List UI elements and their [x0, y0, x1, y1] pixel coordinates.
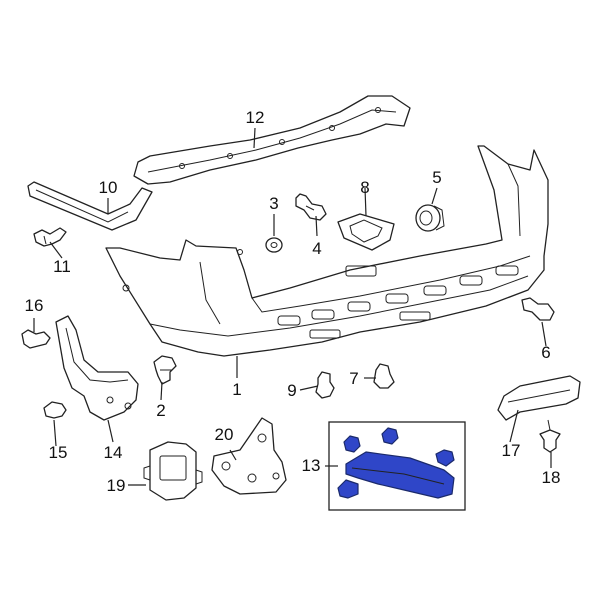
callout-6: 6: [541, 343, 550, 362]
callout-4: 4: [312, 239, 321, 258]
callout-15: 15: [49, 443, 68, 462]
part-13-assembly: [328, 421, 466, 511]
part-8-bracket-plate: [337, 213, 395, 251]
part-3-washer: [265, 237, 283, 253]
callout-8: 8: [360, 178, 369, 197]
callout-17: 17: [502, 441, 521, 460]
part-13-nut-c: [435, 449, 455, 467]
part-13-bracket: [345, 451, 455, 499]
callout-18: 18: [542, 468, 561, 487]
callout-16: 16: [25, 296, 44, 315]
part-1-bumper-cover: [105, 145, 549, 357]
callout-5: 5: [432, 168, 441, 187]
part-20-mounting-bracket: [211, 417, 287, 495]
callout-7: 7: [349, 369, 358, 388]
part-11-bolt: [33, 227, 67, 247]
callout-9: 9: [287, 381, 296, 400]
part-13-nut-b: [381, 427, 399, 445]
part-2-clip: [153, 355, 177, 385]
part-6-bolt: [521, 297, 555, 321]
part-5-sensor: [415, 204, 445, 232]
part-7-bolt: [373, 363, 395, 389]
callout-10: 10: [99, 178, 118, 197]
part-17-trim: [497, 375, 581, 421]
part-19-sensor-module: [143, 441, 203, 501]
part-18-clip: [539, 419, 561, 453]
callout-3: 3: [269, 194, 278, 213]
part-16-bolt: [21, 329, 51, 349]
callout-13: 13: [302, 456, 321, 475]
callout-labels: 1 2 3 4 5 6 7 8 9 10 11 12 13 14 15 16 1…: [25, 108, 561, 495]
part-13-nut-d: [337, 479, 359, 499]
leader-lines: [33, 127, 552, 486]
callout-1: 1: [232, 380, 241, 399]
part-9-bolt: [315, 371, 335, 399]
part-10-side-bracket: [27, 181, 153, 231]
part-13-nut-a: [343, 435, 361, 453]
part-4-bolt: [295, 193, 327, 221]
callout-20: 20: [215, 425, 234, 444]
callout-19: 19: [107, 476, 126, 495]
callout-12: 12: [246, 108, 265, 127]
callout-11: 11: [53, 257, 71, 276]
part-14-mud-guard: [55, 315, 139, 421]
part-15-clip: [43, 401, 67, 419]
callout-2: 2: [156, 401, 165, 420]
part-12-reinforcement: [133, 95, 411, 185]
callout-14: 14: [104, 443, 123, 462]
